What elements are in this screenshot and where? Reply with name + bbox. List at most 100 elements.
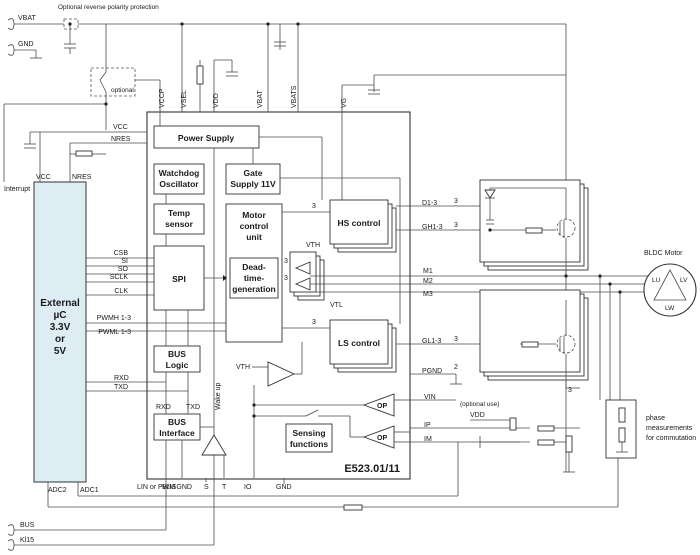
vbats-capacitor (274, 41, 286, 47)
hs-bus-count: 3 (312, 203, 316, 210)
out-d: D1-3 (422, 200, 437, 207)
vbat-capacitor (64, 24, 76, 54)
mcu-title-1: µC (54, 310, 67, 321)
ls-control-label: LS control (338, 338, 380, 348)
ip-resistor (537, 425, 555, 432)
out-vdd: VDD (470, 412, 485, 419)
vth-label: VTH (306, 242, 320, 249)
hs-bridge-parts (484, 187, 576, 276)
op-current-label: OP (377, 435, 387, 442)
out-pgnd-count: 2 (454, 364, 458, 371)
ic-pin-vccp: VCCP (159, 88, 166, 108)
out-gl: GL1-3 (422, 338, 442, 345)
ls-control-block (329, 319, 389, 365)
temp-sensor-label-1: sensor (165, 219, 194, 229)
ic-pin-vdd: VDD (213, 93, 220, 108)
shunt-bus-count: 3 (568, 387, 572, 394)
power-supply-label: Power Supply (178, 133, 234, 143)
vth-bus-comparator (267, 361, 296, 387)
out-d-count: 3 (454, 198, 458, 205)
out-gh-count: 3 (454, 222, 458, 229)
mcu-pin-adc2: ADC2 (48, 487, 67, 494)
ls-bus-count: 3 (312, 319, 316, 326)
vdd-divider-resistor (509, 417, 517, 431)
out-vin: VIN (424, 394, 436, 401)
watchdog-label-1: Oscillator (159, 179, 199, 189)
motor-control-label-2: unit (246, 232, 262, 242)
dead-time-label-2: generation (232, 284, 275, 294)
ic-name: E523.01/11 (344, 463, 400, 475)
bus-label: BUS (20, 522, 35, 529)
bus-terminal: BUS (7, 478, 167, 536)
ic-pin-busgnd: BUSGND (162, 484, 192, 491)
mcu-pin-adc1: ADC1 (80, 487, 99, 494)
sig-sclk: SCLK (110, 274, 129, 281)
sig-csb: CSB (114, 250, 129, 257)
sig-si: SI (121, 258, 128, 265)
hs-control-label: HS control (338, 218, 381, 228)
motor-winding-triangle (653, 269, 687, 301)
watchdog-block (153, 163, 205, 195)
sensing-label-0: Sensing (292, 428, 325, 438)
comparator-bus-count-2: 3 (284, 275, 288, 282)
vbat-terminal: VBAT (7, 15, 64, 30)
vg-capacitor (342, 74, 566, 95)
gnd-terminal: GND (7, 41, 42, 59)
ic-pin-vbat: VBAT (257, 90, 264, 108)
sig-clk: CLK (114, 288, 128, 295)
mcu-pin-vcc: VCC (36, 174, 51, 181)
sensing-label-1: functions (290, 439, 329, 449)
bldc-motor (643, 263, 697, 317)
bus-logic-block (153, 345, 201, 373)
sig-txd: TXD (114, 384, 128, 391)
reverse-polarity-note: Optional reverse polarity protection (58, 4, 159, 11)
spi-label: SPI (172, 274, 186, 284)
mcu-title-2: 3.3V (50, 322, 71, 333)
vtl-label: VTL (330, 302, 343, 309)
vth-bus-label: VTH (236, 364, 250, 371)
kl15-label: Kl15 (20, 537, 34, 544)
gate-supply-label-0: Gate (244, 168, 263, 178)
phase-meas-label-2: for commutation (646, 435, 696, 442)
op-vin-label: OP (377, 403, 387, 410)
sig-so: SO (118, 266, 129, 273)
op-amp-vin (362, 393, 395, 417)
op-amp-current (362, 425, 395, 449)
shunt-resistor (565, 435, 573, 453)
optional-use-note: (optional use) (460, 401, 499, 408)
bus-interface-label-0: BUS (168, 417, 186, 427)
gnd-label: GND (18, 41, 34, 48)
optional-note: optional (111, 87, 134, 94)
spi-block (153, 245, 205, 311)
bus-interface-label-1: Interface (159, 428, 195, 438)
out-m2: M2 (423, 278, 433, 285)
ic-rxd-label: RXD (156, 404, 171, 411)
optional-transistor-box (90, 67, 136, 97)
phase-divider-upper (618, 407, 626, 423)
ic-pin-vcc: VCC (113, 124, 128, 131)
motor-control-label-1: control (240, 221, 269, 231)
motor-control-label-0: Motor (242, 210, 266, 220)
spi-bus-lines (86, 257, 226, 332)
ic-pin-nres: NRES (111, 136, 131, 143)
watchdog-label-0: Watchdog (159, 168, 200, 178)
vsel-resistor (196, 65, 204, 85)
dead-time-label-1: time- (244, 273, 264, 283)
interrupt-label: Interrupt (4, 186, 30, 193)
wake-up-comparator (201, 434, 227, 456)
kl15-terminal: Kl15 (7, 478, 215, 551)
gate-supply-block (225, 163, 281, 195)
reverse-protection-box (63, 18, 79, 30)
phase-meas-label-0: phase (646, 415, 665, 422)
adc2-resistor (343, 504, 363, 511)
wake-up-label: Wake up (215, 383, 222, 410)
ic-txd-label: TXD (186, 404, 200, 411)
temp-sensor-block (153, 203, 205, 235)
hs-control-block (329, 199, 389, 245)
out-gh: GH1-3 (422, 224, 443, 231)
phase-lv: LV (680, 277, 688, 284)
ic-bottom-pin-lines (165, 440, 285, 484)
phase-meas-label-1: measurements (646, 425, 693, 432)
gate-supply-label-1: Supply 11V (230, 179, 276, 189)
sensing-functions-block (285, 423, 333, 453)
